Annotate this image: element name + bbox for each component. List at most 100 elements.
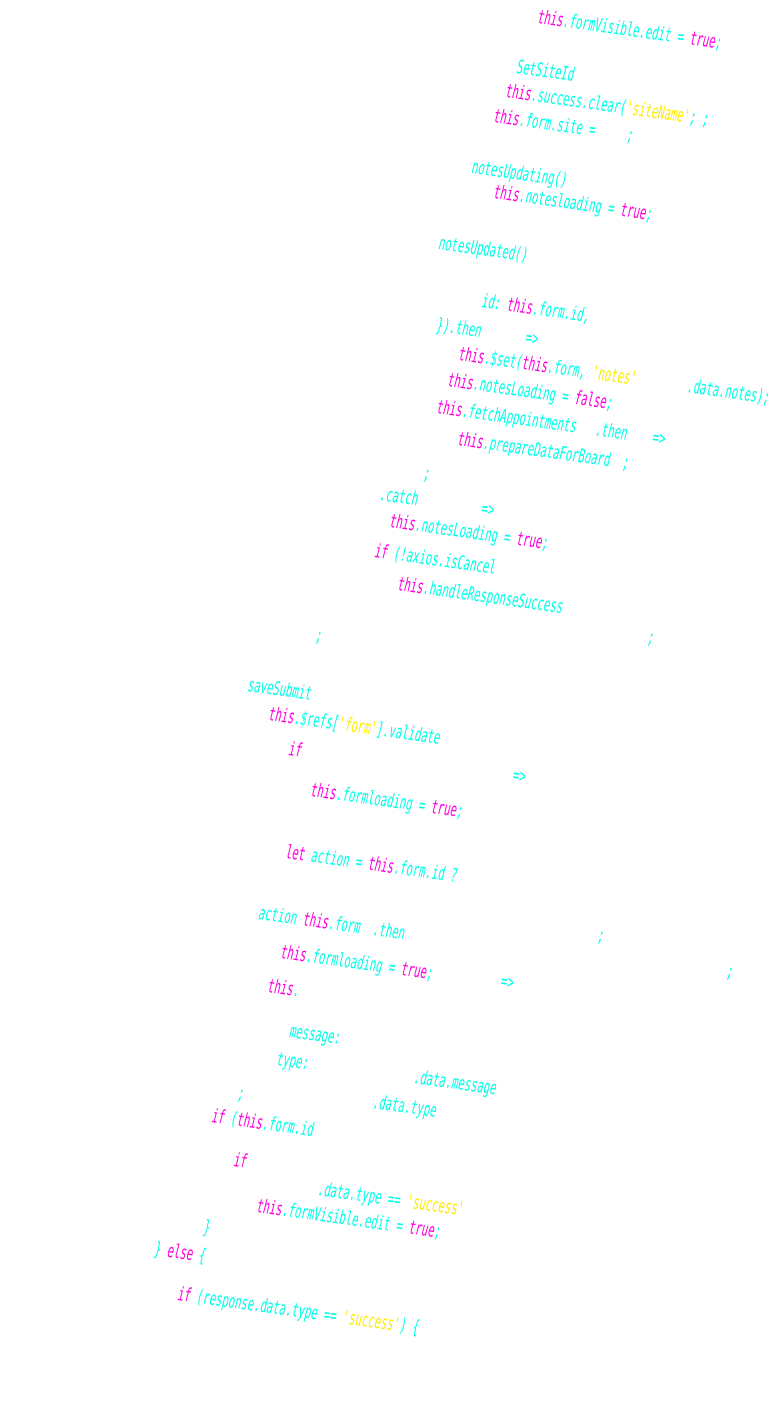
code-token: this (492, 181, 521, 207)
code-token: ; (455, 799, 465, 823)
code-token: .form, (546, 355, 594, 384)
code-token: this (279, 941, 308, 967)
code-token: this (457, 343, 486, 369)
code-token: action (257, 902, 306, 931)
code-line: notesUpdated() (437, 232, 530, 267)
code-line: ; (596, 924, 606, 947)
code-line: .data.message (412, 1066, 499, 1100)
code-token: 'siteName' (625, 97, 692, 128)
code-token: this (435, 396, 464, 422)
code-token: => (499, 970, 516, 994)
code-token: saveSubmit (246, 674, 314, 705)
code-line: if (!axios.isCancel (374, 540, 498, 579)
code-line: this.formloading = true; (279, 941, 435, 985)
code-line: => (511, 764, 528, 788)
code-token: action = (303, 843, 371, 875)
code-line: this. (266, 975, 302, 1001)
code-token: 'form' (337, 712, 379, 741)
code-token: ; (425, 961, 435, 985)
code-token: true (430, 796, 459, 822)
code-token: this (520, 352, 550, 378)
code-token: this (388, 510, 417, 536)
code-line: if (response.data.type == 'success') { (177, 1283, 421, 1339)
code-token: true (619, 198, 648, 225)
code-line: saveSubmit (246, 674, 314, 705)
code-token: .handleResponseSuccess (421, 576, 565, 619)
code-token: .notesLoading = (413, 513, 519, 550)
code-token: this (266, 975, 295, 1001)
code-token: ; (422, 462, 432, 485)
code-token: .formVisible.edit = (561, 9, 692, 50)
code-token: true (400, 958, 429, 984)
code-token: (response.data.type == (189, 1284, 345, 1329)
code-token: this (301, 908, 331, 934)
code-line: action this.form .then (257, 902, 407, 945)
code-line: id: this.form.id, (480, 290, 592, 328)
code-token: message: (288, 1020, 343, 1050)
code-token: .notesloading = (517, 184, 623, 221)
code-line: } (202, 1216, 212, 1239)
code-line: SetSiteId (515, 56, 576, 86)
code-token: this (235, 1108, 265, 1135)
code-token: ].validate (375, 718, 442, 749)
code-token: ; (236, 1082, 246, 1105)
code-token: else (166, 1239, 195, 1266)
code-line: }).then => (435, 314, 541, 351)
code-token: .form .then (327, 911, 407, 945)
code-token: this (367, 852, 396, 879)
code-line: this.formloading = true; (309, 779, 465, 823)
code-line: if (232, 1149, 249, 1173)
code-token: id: (480, 290, 509, 316)
code-token: .data.message (412, 1066, 499, 1100)
code-token: this (504, 80, 533, 106)
code-token: .$set( (482, 346, 525, 374)
code-line: ; (314, 624, 324, 647)
code-token: true (515, 527, 544, 554)
code-token: SetSiteId (515, 56, 576, 86)
code-token: type: (275, 1048, 311, 1075)
code-token: } (202, 1216, 212, 1239)
code-token: notesUpdated() (437, 232, 530, 267)
code-token: ; ; (688, 105, 711, 131)
code-token: .formloading = (304, 944, 404, 980)
code-line: .data.type (371, 1091, 439, 1122)
code-token: .data.notes); (635, 368, 772, 409)
code-line: } else { (154, 1238, 208, 1268)
code-token: .form.id ? (392, 856, 459, 887)
code-line: if (287, 738, 304, 762)
code-token: this (309, 779, 338, 805)
code-token: ; (433, 1220, 443, 1243)
code-token: this (396, 573, 425, 599)
code-token: 'notes' (590, 361, 639, 390)
code-token: ) { (398, 1314, 421, 1339)
code-token: .$refs[ (292, 706, 341, 735)
code-token: this (255, 1195, 284, 1221)
code-line: ; (236, 1082, 246, 1105)
code-token: }).then => (435, 314, 541, 351)
code-token: ; (596, 924, 606, 947)
code-token: 'success' (341, 1306, 402, 1337)
code-token: true (688, 27, 718, 53)
code-token: if (232, 1149, 249, 1173)
code-line: this.formVisible.edit = true; (536, 6, 724, 54)
code-line: this.notesloading = true; (492, 181, 655, 225)
code-token: .form.id (261, 1112, 316, 1142)
code-line: if (this.form.id (211, 1105, 316, 1142)
code-token: this (536, 6, 565, 32)
code-token: { (191, 1243, 208, 1268)
code-line: message: (288, 1020, 343, 1050)
code-line: => (499, 970, 516, 994)
code-line: ; (647, 626, 656, 649)
code-token: ; (714, 31, 724, 54)
code-line: ; (422, 462, 432, 485)
code-token: ; (314, 624, 324, 647)
code-token: .data.type (371, 1091, 439, 1122)
code-token: => (511, 764, 528, 788)
code-token: if (287, 738, 304, 762)
code-token: false (573, 386, 609, 414)
code-token: this (446, 369, 475, 395)
code-token: this (492, 105, 521, 131)
code-token: this (267, 703, 296, 729)
code-token: .form.id, (531, 297, 592, 328)
